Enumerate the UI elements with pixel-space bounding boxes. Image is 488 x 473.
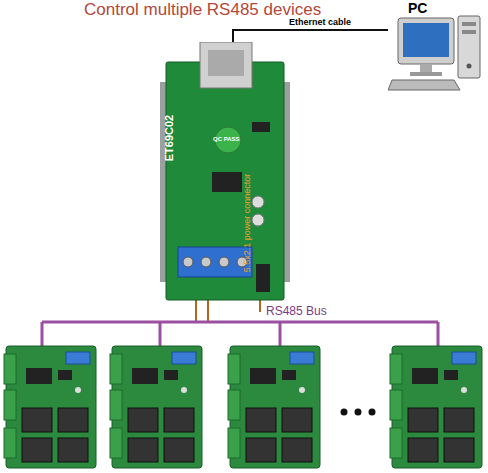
controller-board-illustration bbox=[160, 42, 290, 302]
node-label: PC bbox=[408, 0, 427, 16]
edge-label: Ethernet cable bbox=[288, 17, 352, 27]
board-model: ET69C02 bbox=[163, 115, 175, 161]
computer-icon bbox=[388, 0, 484, 92]
bus-label: RS485 Bus bbox=[264, 304, 329, 318]
computer-node: PC bbox=[388, 0, 484, 92]
power-connector-label: 5.5x2.1 power connector bbox=[242, 174, 252, 273]
diagram-title: Control multiple RS485 devices bbox=[84, 0, 321, 20]
controller-board: ET69C02 bbox=[160, 42, 290, 302]
ethernet-cable bbox=[233, 30, 388, 42]
qc-sticker: QC PASS bbox=[213, 136, 240, 142]
